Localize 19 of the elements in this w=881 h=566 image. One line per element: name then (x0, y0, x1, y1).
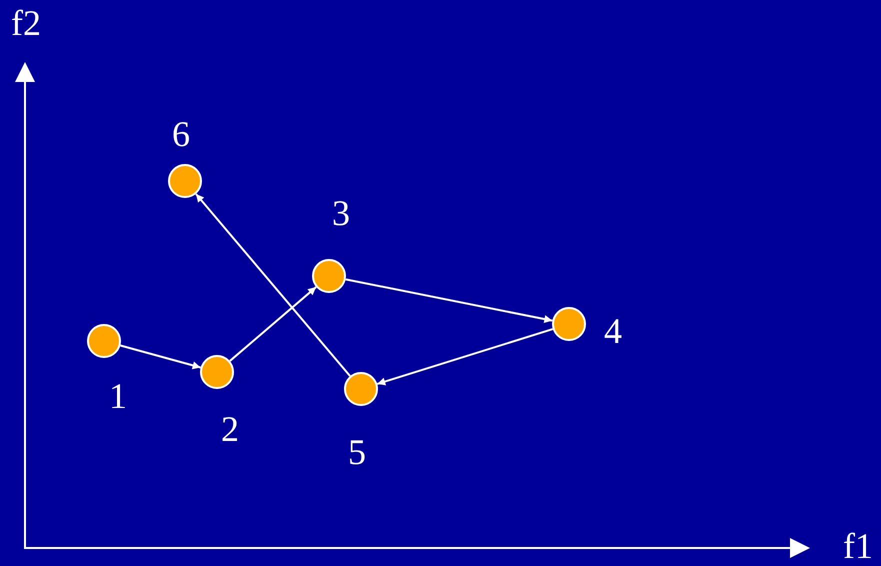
point-circle (168, 164, 202, 198)
axis-label: f2 (11, 5, 41, 41)
arrow (229, 286, 317, 362)
point-number: 4 (604, 313, 622, 349)
point-number: 2 (221, 411, 239, 447)
point-circle (344, 372, 378, 406)
arrow (120, 344, 201, 370)
point-number: 1 (109, 378, 127, 414)
point-circle (200, 355, 234, 389)
arrow (376, 328, 554, 386)
point-number: 5 (348, 434, 366, 470)
arrow (345, 278, 553, 323)
point-circle (87, 324, 121, 358)
point-circle (312, 259, 346, 293)
point-number: 3 (332, 195, 350, 231)
point-circle (552, 307, 586, 341)
arrow (195, 193, 351, 377)
point-number: 6 (172, 116, 190, 152)
axis-label: f1 (843, 528, 873, 564)
